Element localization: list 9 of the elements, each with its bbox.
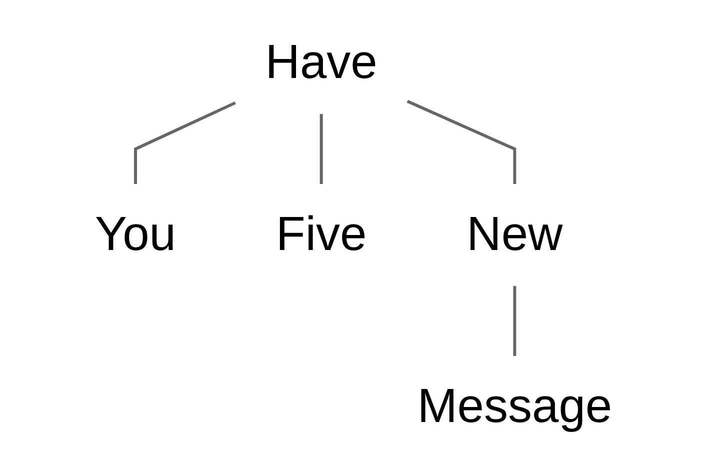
node-text: Message: [418, 380, 613, 433]
connector: [514, 286, 517, 356]
node-text: You: [95, 208, 176, 261]
node-text: New: [467, 208, 564, 261]
node-text: Have: [266, 36, 378, 89]
connector: [134, 101, 236, 184]
connector: [407, 100, 517, 184]
connector: [320, 114, 324, 184]
node-text: Five: [276, 208, 368, 261]
